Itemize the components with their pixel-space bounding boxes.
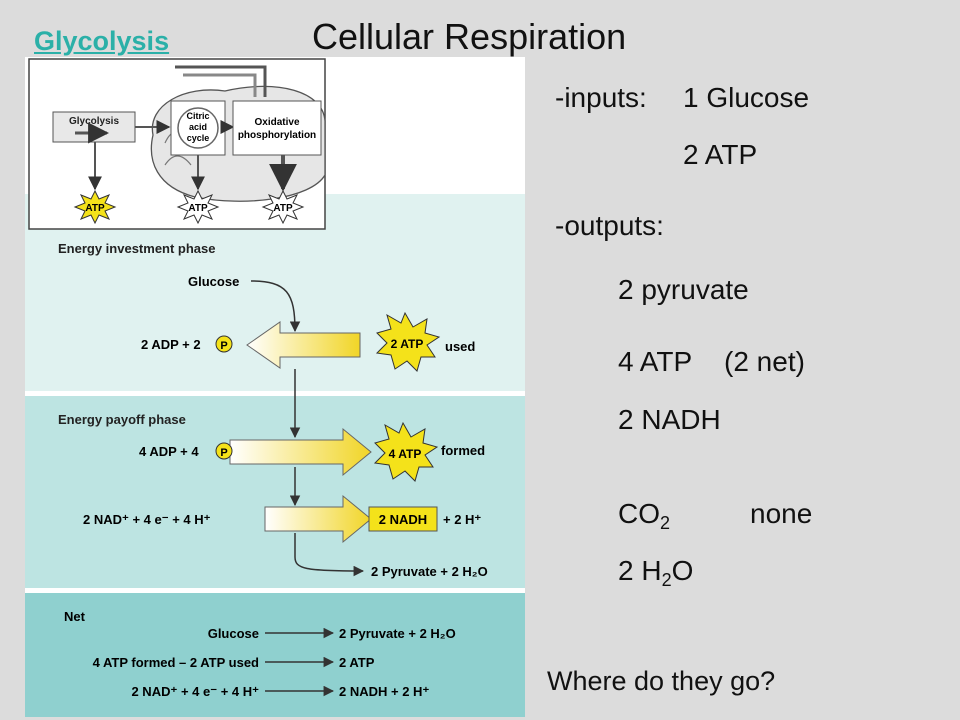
- starburst-icon: [261, 189, 305, 225]
- output-h2o: 2 H2O: [618, 555, 694, 590]
- starburst-icon: [375, 311, 441, 372]
- output-atp-net: (2 net): [724, 346, 805, 377]
- question-text: Where do they go?: [547, 666, 776, 696]
- overview-atp-1: ATP: [85, 203, 105, 214]
- input-atp: 2 ATP: [683, 139, 758, 170]
- investment-glucose-label: Glucose: [188, 274, 239, 289]
- payoff-phase-label: Energy payoff phase: [58, 412, 186, 427]
- outputs-label: -outputs:: [555, 210, 664, 241]
- phosphate-icon: P: [220, 447, 227, 459]
- overview-glycolysis-label: Glycolysis: [69, 116, 119, 127]
- starburst-icon: [73, 189, 117, 225]
- glycolysis-diagram: Glycolysis Citric acid cycle Oxidative p…: [25, 57, 525, 717]
- investment-phase-label: Energy investment phase: [58, 241, 216, 256]
- overview-atp-3: ATP: [273, 203, 293, 214]
- overview-atp-2: ATP: [188, 203, 208, 214]
- net-panel: [25, 593, 525, 717]
- net-row2-left: 4 ATP formed – 2 ATP used: [93, 655, 259, 670]
- investment-used-label: used: [445, 339, 475, 354]
- phosphate-icon: P: [220, 340, 227, 352]
- input-glucose: 1 Glucose: [683, 82, 810, 113]
- payoff-formed-label: formed: [441, 443, 485, 458]
- investment-adp-label: 2 ADP + 2: [141, 337, 201, 352]
- citric-label-1: Citric: [186, 111, 209, 121]
- payoff-atp-badge: 4 ATP: [389, 447, 422, 461]
- overview-inset: Glycolysis Citric acid cycle Oxidative p…: [28, 58, 326, 230]
- net-row1-right: 2 Pyruvate + 2 H₂O: [339, 626, 456, 641]
- citric-label-3: cycle: [187, 133, 210, 143]
- oxphos-label-2: phosphorylation: [238, 130, 316, 141]
- net-row1-left: Glucose: [208, 626, 259, 641]
- net-label: Net: [64, 609, 86, 624]
- oxphos-label-1: Oxidative: [254, 117, 299, 128]
- net-row2-right: 2 ATP: [339, 655, 375, 670]
- nadh-box: 2 NADH: [379, 512, 427, 527]
- payoff-panel: [25, 396, 525, 593]
- payoff-adp-label: 4 ADP + 4: [139, 444, 199, 459]
- output-pyruvate: 2 pyruvate: [618, 274, 749, 305]
- investment-arrow: [246, 321, 361, 369]
- slide-title: Cellular Respiration: [312, 16, 627, 57]
- output-co2: CO2: [618, 498, 671, 533]
- net-row3-right: 2 NADH + 2 H⁺: [339, 684, 429, 699]
- starburst-icon: [373, 421, 439, 482]
- citric-label-2: acid: [189, 122, 207, 132]
- inputs-label: -inputs:: [555, 82, 647, 113]
- starburst-icon: [176, 189, 220, 225]
- glycolysis-link[interactable]: Glycolysis: [34, 26, 170, 56]
- output-atp: 4 ATP: [618, 346, 693, 377]
- payoff-nad-label: 2 NAD⁺ + 4 e⁻ + 4 H⁺: [83, 512, 211, 527]
- output-nadh: 2 NADH: [618, 404, 721, 435]
- net-row3-left: 2 NAD⁺ + 4 e⁻ + 4 H⁺: [131, 684, 259, 699]
- output-co2-value: none: [750, 498, 813, 529]
- investment-atp-badge: 2 ATP: [391, 337, 424, 351]
- payoff-atp-arrow: [229, 427, 372, 477]
- nadh-extra-label: + 2 H⁺: [443, 512, 481, 527]
- pyruvate-output-label: 2 Pyruvate + 2 H₂O: [371, 564, 488, 579]
- payoff-nadh-arrow: [264, 494, 372, 544]
